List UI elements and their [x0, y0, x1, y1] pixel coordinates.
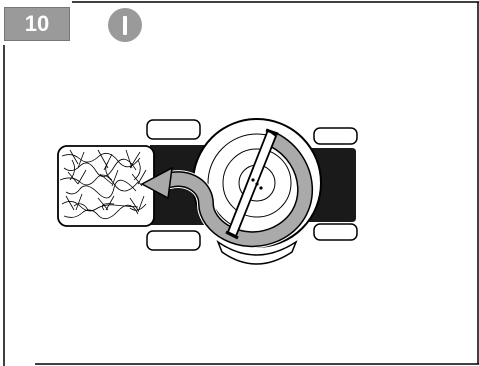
wheel-icon [313, 127, 358, 145]
blade-bar [225, 128, 279, 240]
roman-numeral-one-glyph [123, 15, 127, 35]
clipping-collector-icon [57, 145, 155, 227]
wheel-icon [146, 119, 201, 140]
wheel-icon [313, 223, 358, 241]
page-number-box: 10 [4, 7, 70, 41]
step-one-badge-icon [108, 8, 142, 42]
deck-rear-lip [216, 239, 298, 265]
wheel-icon [146, 230, 201, 251]
airflow-arrowhead [140, 166, 173, 200]
airflow-arrow-icon [163, 133, 312, 246]
page-number: 10 [24, 11, 50, 36]
